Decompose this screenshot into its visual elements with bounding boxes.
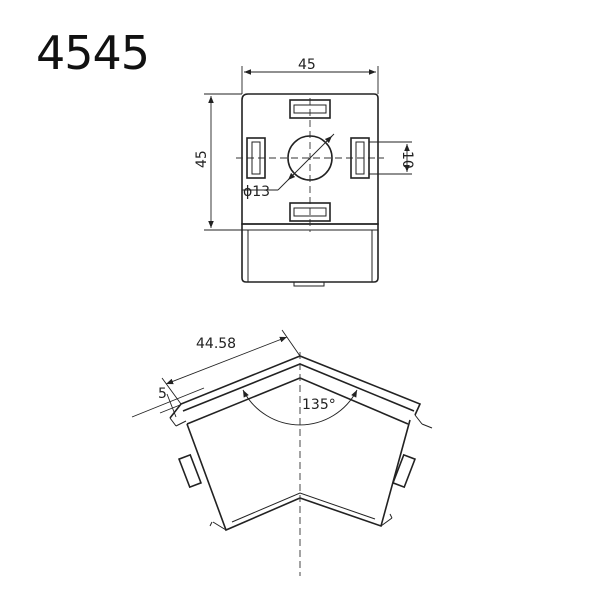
offset-dimension: 5 [131, 386, 205, 418]
length-dimension: 44.58 [161, 329, 301, 405]
length-dim-label: 44.58 [196, 336, 236, 352]
width-dim-label: 45 [298, 57, 316, 73]
lower-body-outline [241, 223, 379, 283]
right-side-tab [391, 453, 417, 489]
slot-right [350, 137, 370, 179]
slot-top [289, 99, 331, 119]
hole-diameter-dimension: ϕ13 [242, 133, 335, 200]
top-view: 45 45 ϕ13 10 [194, 57, 415, 287]
angle-view: 135° 44.58 5 [131, 329, 433, 576]
inner-profile [186, 377, 409, 425]
slot-left [246, 137, 266, 179]
bottom-tab [293, 281, 325, 287]
angle-dim-label: 135° [302, 397, 336, 413]
left-side-tab [177, 453, 203, 489]
slot-dim-label: 10 [399, 151, 415, 169]
slot-bottom [289, 202, 331, 222]
slot-width-dimension: 10 [369, 141, 415, 175]
height-dimension: 45 [194, 93, 242, 231]
width-dimension: 45 [241, 57, 379, 94]
height-dim-label: 45 [194, 150, 210, 168]
part-number-title: 4545 [36, 26, 150, 80]
hole-dim-label: ϕ13 [243, 184, 270, 200]
offset-dim-label: 5 [158, 386, 167, 402]
